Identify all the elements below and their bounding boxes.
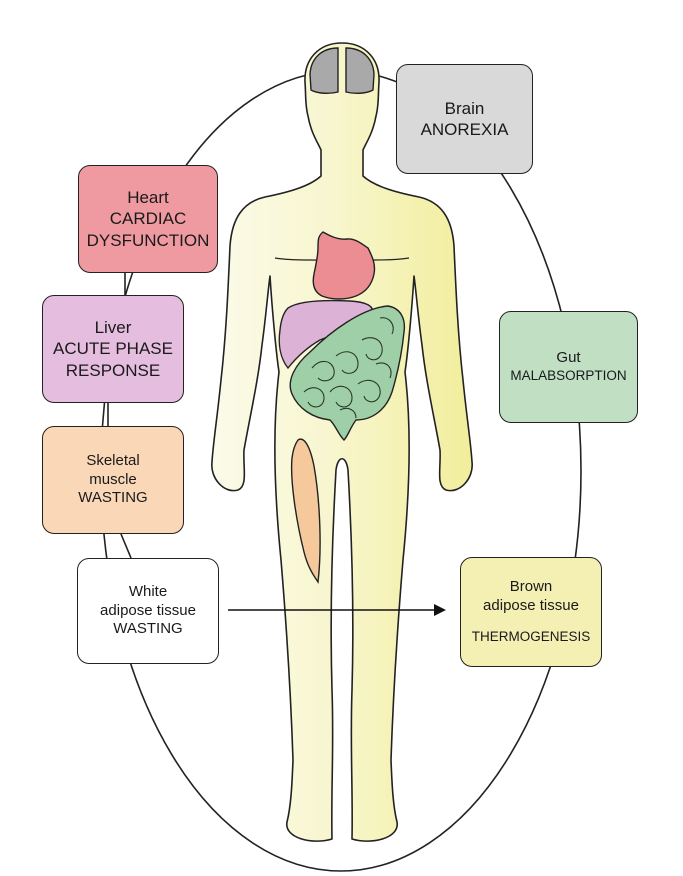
gut-box: Gut MALABSORPTION bbox=[499, 311, 638, 423]
heart-organ bbox=[312, 231, 376, 300]
liver-effect-line2: RESPONSE bbox=[65, 360, 161, 380]
brain-right-hemisphere bbox=[345, 47, 375, 95]
heart-organ-label: Heart bbox=[127, 188, 169, 208]
gut-effect-label: MALABSORPTION bbox=[510, 367, 627, 383]
brain-organ-label: Brain bbox=[444, 98, 485, 118]
brain-effect-label: ANOREXIA bbox=[420, 120, 509, 139]
white-adipose-effect: WASTING bbox=[113, 620, 183, 638]
brown-adipose-line1: Brown bbox=[509, 577, 553, 595]
human-body-silhouette bbox=[211, 42, 473, 842]
liver-effect-line1: ACUTE PHASE bbox=[53, 339, 173, 359]
white-adipose-line2: adipose tissue bbox=[100, 601, 196, 619]
arrow-head bbox=[434, 604, 446, 616]
brain-left-hemisphere bbox=[309, 47, 339, 95]
white-adipose-line1: White bbox=[128, 582, 168, 600]
brown-adipose-line2: adipose tissue bbox=[483, 596, 579, 614]
skeletal-muscle-box: Skeletal muscle WASTING bbox=[42, 426, 184, 534]
muscle-organ-line1: Skeletal bbox=[86, 451, 140, 469]
liver-box: Liver ACUTE PHASE RESPONSE bbox=[42, 295, 184, 403]
liver-organ-label: Liver bbox=[94, 318, 132, 338]
brown-adipose-effect: THERMOGENESIS bbox=[471, 629, 591, 645]
thigh-muscle bbox=[290, 438, 321, 584]
heart-effect-line1: CARDIAC bbox=[109, 209, 187, 229]
liver-organ bbox=[278, 299, 373, 370]
heart-box: Heart CARDIAC DYSFUNCTION bbox=[78, 165, 218, 273]
intestine-coils bbox=[303, 317, 394, 419]
muscle-organ-line2: muscle bbox=[89, 470, 137, 488]
heart-effect-line2: DYSFUNCTION bbox=[86, 230, 210, 250]
brain-box: Brain ANOREXIA bbox=[396, 64, 533, 174]
brown-adipose-box: Brown adipose tissue THERMOGENESIS bbox=[460, 557, 602, 667]
connector-muscle-white bbox=[120, 533, 132, 559]
muscle-effect-label: WASTING bbox=[78, 489, 148, 507]
white-adipose-box: White adipose tissue WASTING bbox=[77, 558, 219, 664]
gut-organ-label: Gut bbox=[556, 349, 581, 367]
